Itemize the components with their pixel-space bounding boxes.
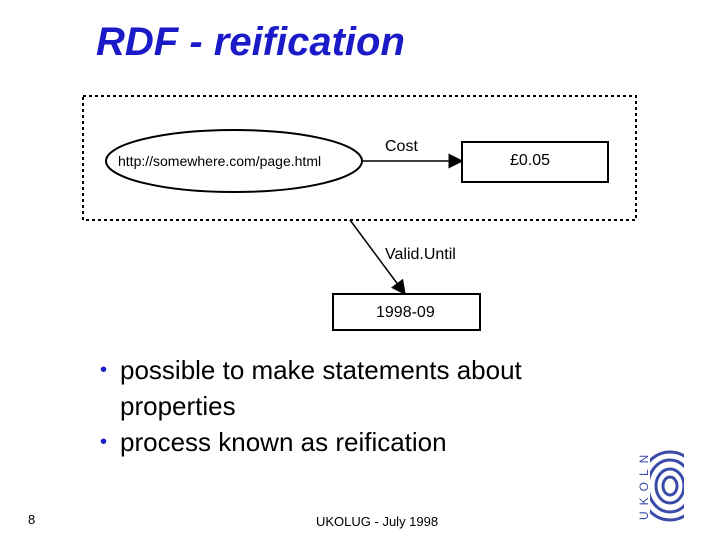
- bullet-dot-icon: •: [100, 359, 108, 381]
- bullet-item: • possible to make statements about prop…: [100, 352, 620, 424]
- bullet-list: • possible to make statements about prop…: [100, 352, 620, 460]
- bullet-dot-icon: •: [100, 431, 108, 453]
- bullet-text: possible to make statements about proper…: [120, 355, 522, 421]
- meta-property-label: Valid.Until: [385, 246, 456, 263]
- logo-text: UKOLN: [637, 448, 651, 520]
- property-label: Cost: [385, 138, 418, 155]
- ukoln-logo-icon: [636, 450, 684, 522]
- resource-label: http://somewhere.com/page.html: [118, 153, 322, 169]
- meta-value-label: 1998-09: [376, 304, 435, 321]
- footer-text: UKOLUG - July 1998: [316, 514, 439, 529]
- reification-boundary: [82, 95, 637, 221]
- slide-number: 8: [28, 512, 36, 527]
- slide-title: RDF - reification: [96, 20, 405, 64]
- value-label: £0.05: [510, 152, 551, 169]
- meta-value-node: [332, 293, 481, 331]
- value-node: [461, 141, 609, 183]
- bullet-item: • process known as reification: [100, 424, 620, 460]
- bullet-text: process known as reification: [120, 427, 447, 457]
- meta-property-arrow: [349, 219, 406, 296]
